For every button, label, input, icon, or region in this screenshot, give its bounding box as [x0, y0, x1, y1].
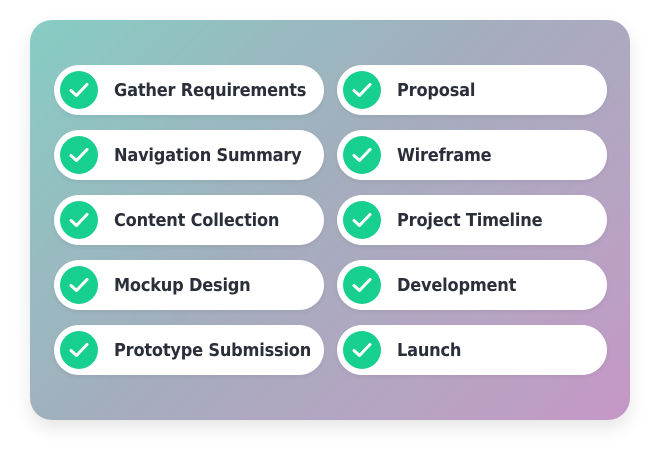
checklist-item-development[interactable]: Development	[337, 260, 607, 310]
checklist-item-label: Mockup Design	[114, 274, 251, 296]
check-icon	[60, 136, 98, 174]
checklist-item-gather-requirements[interactable]: Gather Requirements	[54, 65, 324, 115]
check-icon	[343, 266, 381, 304]
checklist-grid: Gather Requirements Proposal Navigation …	[54, 65, 607, 375]
check-icon	[60, 201, 98, 239]
check-icon	[60, 266, 98, 304]
checklist-item-label: Project Timeline	[397, 209, 543, 231]
check-icon	[60, 331, 98, 369]
checklist-item-wireframe[interactable]: Wireframe	[337, 130, 607, 180]
checklist-item-label: Launch	[397, 339, 462, 361]
check-icon	[343, 136, 381, 174]
checklist-item-label: Wireframe	[397, 144, 492, 166]
check-icon	[343, 71, 381, 109]
checklist-item-label: Development	[397, 274, 517, 296]
checklist-item-label: Navigation Summary	[114, 144, 302, 166]
checklist-item-prototype-submission[interactable]: Prototype Submission	[54, 325, 324, 375]
checklist-item-navigation-summary[interactable]: Navigation Summary	[54, 130, 324, 180]
check-icon	[343, 331, 381, 369]
checklist-item-proposal[interactable]: Proposal	[337, 65, 607, 115]
checklist-item-launch[interactable]: Launch	[337, 325, 607, 375]
checklist-item-label: Content Collection	[114, 209, 280, 231]
checklist-item-mockup-design[interactable]: Mockup Design	[54, 260, 324, 310]
checklist-item-label: Prototype Submission	[114, 339, 312, 361]
checklist-item-project-timeline[interactable]: Project Timeline	[337, 195, 607, 245]
check-icon	[60, 71, 98, 109]
check-icon	[343, 201, 381, 239]
checklist-item-label: Proposal	[397, 79, 476, 101]
checklist-item-content-collection[interactable]: Content Collection	[54, 195, 324, 245]
checklist-card: Gather Requirements Proposal Navigation …	[30, 20, 630, 420]
checklist-item-label: Gather Requirements	[114, 79, 307, 101]
